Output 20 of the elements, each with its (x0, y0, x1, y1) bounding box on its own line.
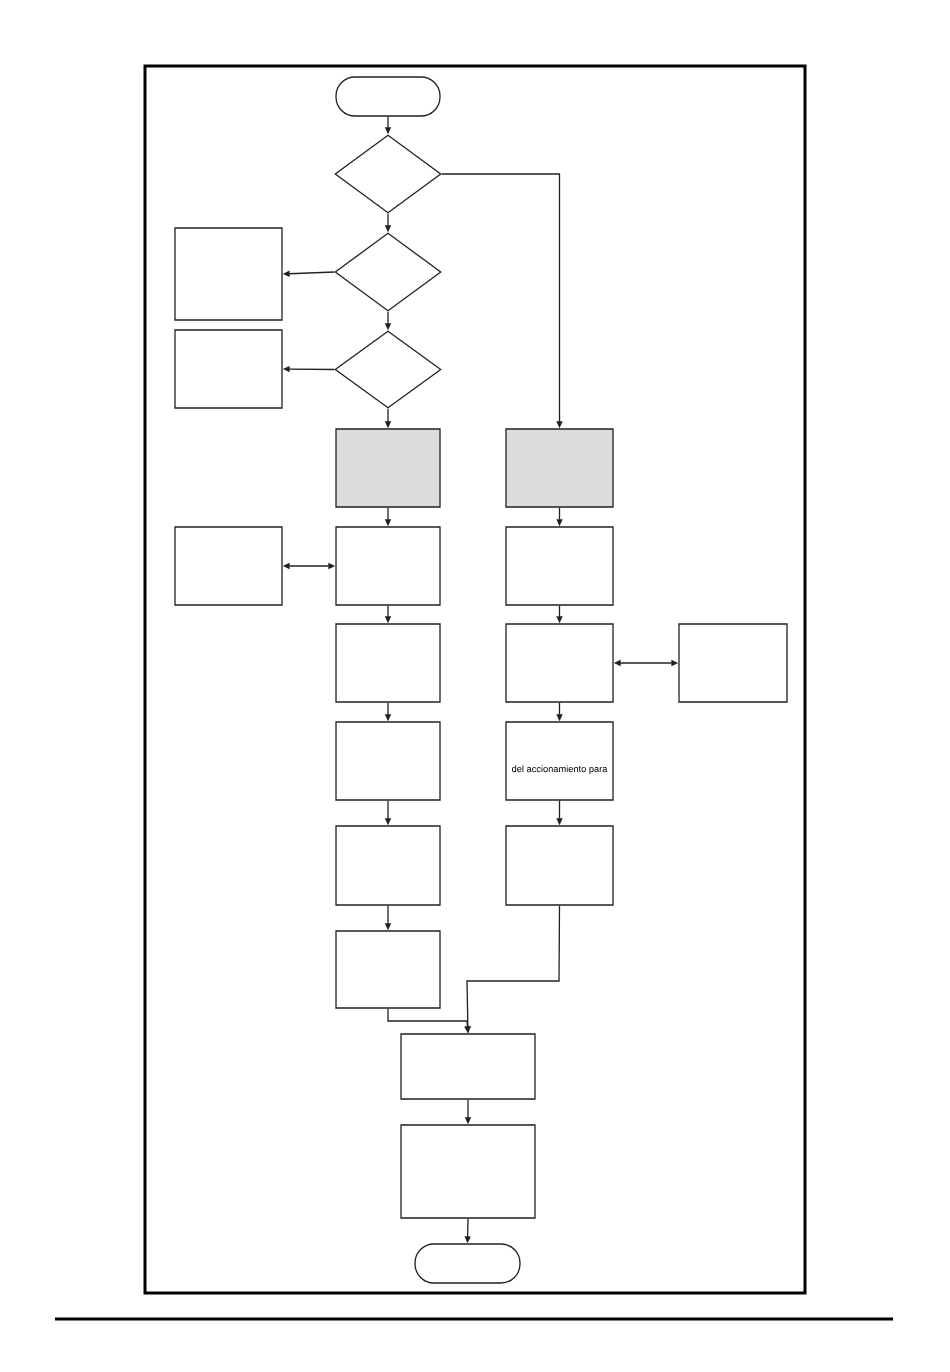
process-box: del accionamiento para (505, 721, 614, 801)
box (335, 825, 441, 906)
box (400, 1124, 536, 1219)
box (335, 623, 441, 703)
box (505, 428, 614, 508)
box (335, 721, 441, 801)
box (505, 526, 614, 606)
box (174, 526, 283, 606)
decision-diamond (334, 330, 442, 409)
box (505, 623, 614, 703)
box (678, 623, 788, 703)
box (335, 930, 441, 1009)
box (174, 227, 283, 321)
box (505, 825, 614, 906)
decision-diamond (334, 134, 442, 214)
box (335, 428, 441, 508)
box (174, 329, 283, 409)
box (335, 526, 441, 606)
decision-diamond (334, 232, 442, 312)
box (400, 1033, 536, 1100)
